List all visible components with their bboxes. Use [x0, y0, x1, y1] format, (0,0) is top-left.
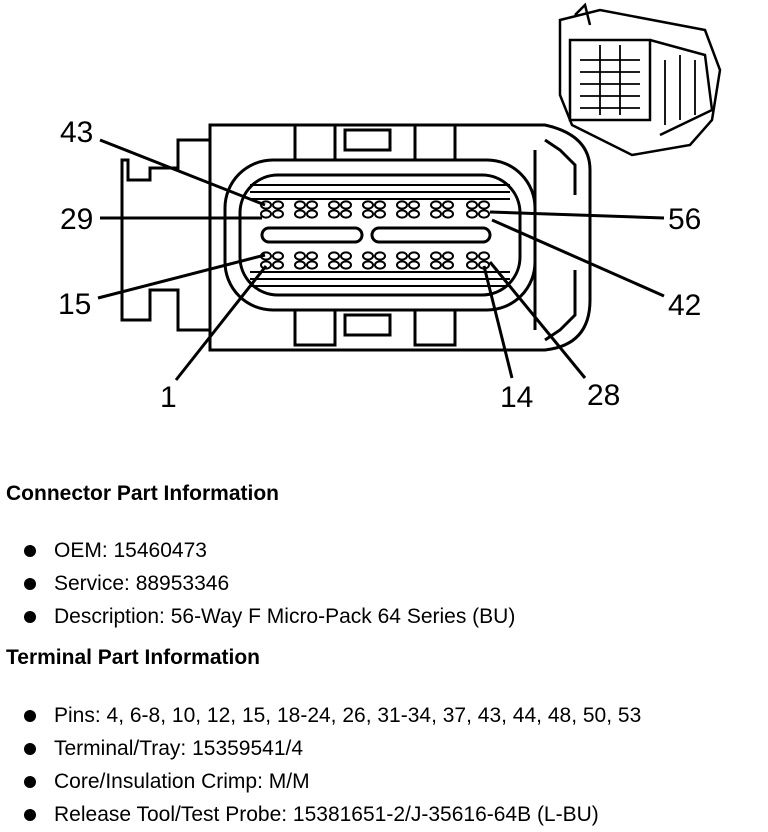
list-item: Core/Insulation Crimp: M/M [0, 765, 641, 798]
pin-cavity [362, 260, 374, 270]
leader-15 [97, 253, 266, 300]
pin-cavity [306, 209, 318, 219]
pin-cavity [442, 209, 454, 219]
leader-43 [99, 138, 266, 207]
pin-cavity [430, 200, 442, 210]
callout-14: 14 [500, 381, 533, 414]
pin-cavity [272, 251, 284, 261]
pin-cavity [328, 200, 340, 210]
list-item: Release Tool/Test Probe: 15381651-2/J-35… [0, 798, 641, 831]
pin-cavity [340, 260, 352, 270]
pin-cavity [340, 200, 352, 210]
connector-diagram: 43 29 15 1 56 42 14 28 [58, 2, 722, 414]
callout-42: 42 [668, 289, 701, 322]
connector-housing [208, 123, 592, 352]
leader-28 [488, 261, 587, 379]
pin-cavity [396, 209, 408, 219]
pin-cavity [466, 209, 478, 219]
pin-cavity [294, 251, 306, 261]
bullet-icon [24, 545, 36, 557]
pin-cavity [396, 251, 408, 261]
connector-thumbnail [558, 2, 722, 157]
pin-cavity [430, 251, 442, 261]
list-item: Description: 56-Way F Micro-Pack 64 Seri… [0, 600, 515, 633]
pin-cavity [306, 251, 318, 261]
pin-cavity [362, 209, 374, 219]
leader-56 [489, 210, 665, 220]
pin-cavity [294, 209, 306, 219]
pin-cavity [272, 200, 284, 210]
callout-56: 56 [668, 203, 701, 236]
pin-cavity [328, 251, 340, 261]
pin-cavity [396, 260, 408, 270]
left-latch-bracket [120, 138, 210, 332]
list-item: Pins: 4, 6-8, 10, 12, 15, 18-24, 26, 31-… [0, 699, 641, 732]
pin-cavity [272, 260, 284, 270]
pin-cavity [430, 260, 442, 270]
pin-cavity [328, 209, 340, 219]
terminal-info-list: Pins: 4, 6-8, 10, 12, 15, 18-24, 26, 31-… [0, 699, 641, 831]
pin-cavity [374, 251, 386, 261]
pin-cavity [362, 200, 374, 210]
pin-cavity [340, 251, 352, 261]
pin-cavity [340, 209, 352, 219]
list-item: Terminal/Tray: 15359541/4 [0, 732, 641, 765]
pin-cavity [408, 200, 420, 210]
callout-15: 15 [58, 288, 91, 321]
pin-cavity [478, 251, 490, 261]
list-item: Service: 88953346 [0, 567, 515, 600]
pin-cavity [362, 251, 374, 261]
bullet-icon [24, 578, 36, 590]
pin-cavity [396, 200, 408, 210]
pin-cavity [408, 209, 420, 219]
bullet-icon [24, 710, 36, 722]
pin-cavity [442, 260, 454, 270]
callout-1: 1 [160, 381, 177, 414]
pin-cavity [374, 260, 386, 270]
pin-cavity [260, 209, 272, 219]
pin-cavity [466, 251, 478, 261]
bullet-icon [24, 809, 36, 821]
pin-cavity [374, 209, 386, 219]
leader-1 [174, 265, 268, 381]
pin-cavity [466, 260, 478, 270]
leader-14 [482, 265, 514, 379]
pin-cavity [272, 209, 284, 219]
pin-cavity [294, 200, 306, 210]
pin-cavity [294, 260, 306, 270]
pin-cavity [306, 260, 318, 270]
pin-cavity [408, 260, 420, 270]
connector-info-heading: Connector Part Information [6, 482, 280, 505]
pin-cavity [306, 200, 318, 210]
leader-42 [491, 218, 665, 298]
connector-info-list: OEM: 15460473 Service: 88953346 Descript… [0, 534, 515, 633]
list-item: OEM: 15460473 [0, 534, 515, 567]
pin-cavity [478, 200, 490, 210]
pin-cavity [442, 200, 454, 210]
callout-29: 29 [60, 203, 93, 236]
pin-cavity [466, 200, 478, 210]
pin-cavity [374, 200, 386, 210]
bullet-icon [24, 743, 36, 755]
pin-cavity [328, 260, 340, 270]
pin-cavity [478, 209, 490, 219]
pin-cavity [442, 251, 454, 261]
bullet-icon [24, 776, 36, 788]
callout-28: 28 [587, 379, 620, 412]
terminal-info-heading: Terminal Part Information [6, 646, 260, 669]
pin-cavity [408, 251, 420, 261]
bullet-icon [24, 611, 36, 623]
pin-cavity [430, 209, 442, 219]
callout-43: 43 [60, 116, 93, 149]
